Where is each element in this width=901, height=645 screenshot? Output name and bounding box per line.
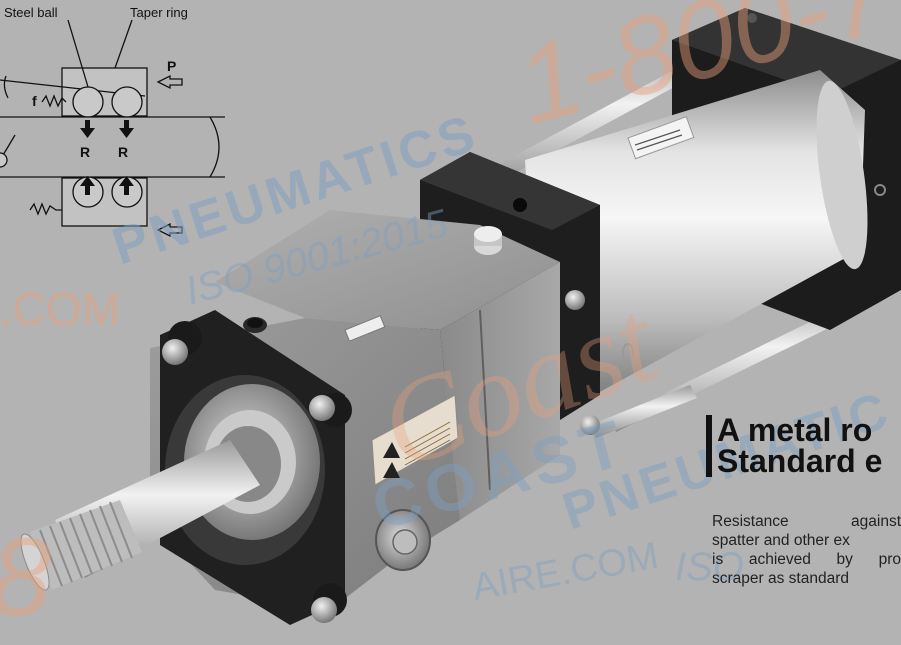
watermark-domain-1: .COM [0,283,120,335]
tie-rod-nuts [162,290,600,623]
watermark-iso-2: ISO [675,545,744,589]
feature-headline: A metal ro Standard e [706,415,901,477]
description-line-3: is achieved by pro [712,551,901,568]
headline-line-2: Standard e [717,446,883,477]
label-steel-ball: Steel ball [4,5,58,20]
label-force-p: P [167,58,177,74]
cylinder-tube [525,70,868,400]
watermark-domain-2: AIRE.COM [469,535,661,609]
label-taper-ring: Taper ring [130,5,188,20]
label-force-f: f [32,93,37,109]
label-force-r-right: R [118,144,129,160]
piston-rod [20,440,260,591]
description-line-4: scraper as standard [712,570,849,587]
watermark-number: 8 [0,516,51,639]
label-force-r-left: R [80,144,91,160]
description-line-1: Resistance against [712,513,901,530]
feature-description: Resistance against spatter and other ex … [712,512,901,588]
locking-mechanism-diagram [0,19,225,238]
headline-line-1: A metal ro [717,415,873,446]
description-line-2: spatter and other ex [712,532,850,549]
